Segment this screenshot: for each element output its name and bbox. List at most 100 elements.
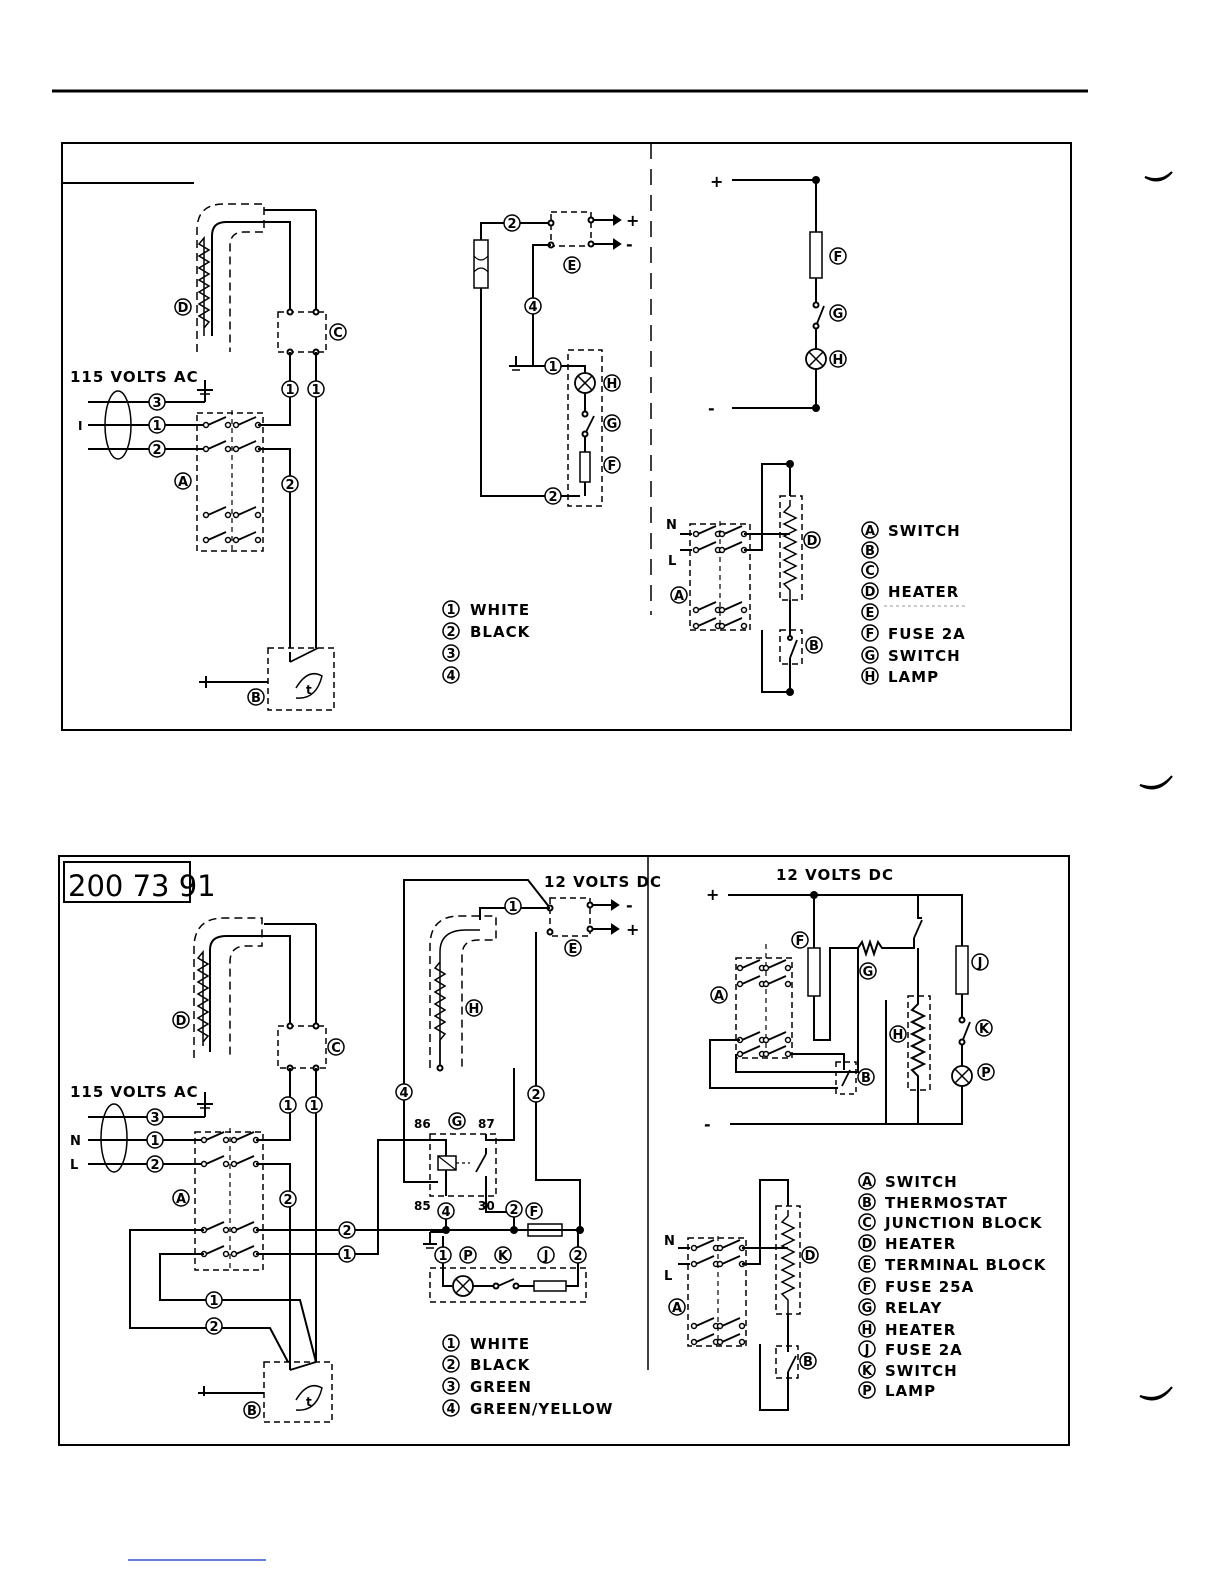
svg-text:G: G xyxy=(452,1115,463,1130)
svg-text:THERMOSTAT: THERMOSTAT xyxy=(885,1194,1008,1212)
svg-text:SWITCH: SWITCH xyxy=(888,647,961,665)
svg-text:2: 2 xyxy=(531,1088,540,1103)
label-b: B xyxy=(251,691,261,706)
svg-text:K: K xyxy=(498,1249,509,1264)
svg-text:F: F xyxy=(834,250,843,265)
svg-text:87: 87 xyxy=(478,1117,495,1131)
svg-text:F: F xyxy=(866,627,875,642)
svg-text:GREEN/YELLOW: GREEN/YELLOW xyxy=(470,1400,613,1418)
svg-text:2: 2 xyxy=(548,490,557,505)
svg-text:F: F xyxy=(608,459,617,474)
svg-text:85: 85 xyxy=(414,1199,431,1213)
svg-text:+: + xyxy=(710,172,724,191)
label-a: A xyxy=(178,475,188,490)
svg-text:4: 4 xyxy=(399,1086,408,1101)
svg-text:2: 2 xyxy=(446,1358,455,1373)
svg-text:A: A xyxy=(176,1192,186,1207)
svg-text:A: A xyxy=(674,589,684,604)
svg-text:C: C xyxy=(331,1041,341,1056)
supply-ac-label: 115 VOLTS AC xyxy=(70,368,199,386)
svg-text:H: H xyxy=(862,1323,873,1338)
svg-text:C: C xyxy=(865,564,875,579)
svg-text:JUNCTION BLOCK: JUNCTION BLOCK xyxy=(884,1214,1043,1232)
svg-text:BLACK: BLACK xyxy=(470,1356,531,1374)
margin-mark xyxy=(1139,1386,1173,1401)
svg-text:3: 3 xyxy=(446,1380,455,1395)
thermostat-b xyxy=(267,647,335,711)
label-e: E xyxy=(568,259,577,274)
svg-text:GREEN: GREEN xyxy=(470,1378,532,1396)
svg-text:L: L xyxy=(70,1158,78,1173)
svg-text:N: N xyxy=(664,1234,675,1249)
svg-text:HEATER: HEATER xyxy=(885,1321,956,1339)
svg-text:G: G xyxy=(863,965,874,980)
svg-text:A: A xyxy=(865,524,875,539)
svg-text:1: 1 xyxy=(446,603,455,618)
legend-parts-1: A SWITCH B C D HEATER E F FUSE 2A G SWIT… xyxy=(861,521,966,686)
svg-text:+: + xyxy=(626,920,640,939)
svg-text:H: H xyxy=(893,1028,904,1043)
svg-text:3: 3 xyxy=(150,1111,159,1126)
svg-text:J: J xyxy=(543,1249,549,1264)
svg-text:2: 2 xyxy=(209,1320,218,1335)
svg-text:1: 1 xyxy=(548,360,557,375)
svg-text:B: B xyxy=(809,639,819,654)
svg-text:FUSE 2A: FUSE 2A xyxy=(888,625,966,643)
legend-wires-1: 1 WHITE 2 BLACK 3 4 xyxy=(442,600,531,684)
svg-text:P: P xyxy=(981,1066,991,1081)
svg-text:2: 2 xyxy=(509,1203,518,1218)
svg-text:t: t xyxy=(306,683,312,697)
svg-text:P: P xyxy=(463,1249,473,1264)
switch-a xyxy=(196,412,264,552)
svg-text:2: 2 xyxy=(150,1158,159,1173)
svg-text:D: D xyxy=(862,1237,873,1252)
svg-text:B: B xyxy=(862,1196,872,1211)
svg-text:1: 1 xyxy=(285,383,294,398)
diagram-2-frame xyxy=(58,855,1070,1446)
svg-text:C: C xyxy=(862,1216,872,1231)
legend-wires-2: 1 WHITE 2 BLACK 3 GREEN 4 GREEN/YELLOW xyxy=(442,1334,613,1418)
svg-text:G: G xyxy=(607,417,618,432)
svg-text:SWITCH: SWITCH xyxy=(885,1362,958,1380)
svg-text:4: 4 xyxy=(446,1402,455,1417)
svg-text:G: G xyxy=(862,1301,873,1316)
svg-text:4: 4 xyxy=(528,300,537,315)
svg-text:K: K xyxy=(862,1364,873,1379)
svg-text:J: J xyxy=(864,1343,870,1358)
mains-i-label: I xyxy=(78,419,82,433)
svg-text:RELAY: RELAY xyxy=(885,1299,943,1317)
svg-text:WHITE: WHITE xyxy=(470,1335,530,1353)
heater-d-left xyxy=(196,203,317,352)
svg-text:2: 2 xyxy=(283,1193,292,1208)
svg-text:3: 3 xyxy=(152,396,161,411)
svg-text:2: 2 xyxy=(285,478,294,493)
svg-text:A: A xyxy=(672,1301,682,1316)
svg-text:BLACK: BLACK xyxy=(470,623,531,641)
svg-text:P: P xyxy=(862,1384,872,1399)
svg-text:WHITE: WHITE xyxy=(470,601,530,619)
svg-text:SWITCH: SWITCH xyxy=(888,522,961,540)
svg-text:2: 2 xyxy=(446,625,455,640)
svg-text:G: G xyxy=(833,307,844,322)
svg-text:1: 1 xyxy=(508,900,517,915)
svg-text:D: D xyxy=(176,1014,187,1029)
svg-text:A: A xyxy=(714,989,724,1004)
svg-text:LAMP: LAMP xyxy=(888,668,939,686)
svg-text:F: F xyxy=(863,1280,872,1295)
svg-text:H: H xyxy=(469,1002,480,1017)
svg-text:E: E xyxy=(866,606,875,621)
svg-text:N: N xyxy=(70,1134,81,1149)
svg-text:J: J xyxy=(977,956,983,971)
svg-text:H: H xyxy=(833,353,844,368)
svg-text:L: L xyxy=(668,554,676,569)
label-c: C xyxy=(333,326,343,341)
svg-text:B: B xyxy=(865,544,875,559)
svg-text:HEATER: HEATER xyxy=(888,583,959,601)
svg-text:F: F xyxy=(796,934,805,949)
svg-text:1: 1 xyxy=(283,1099,292,1114)
label-d: D xyxy=(178,301,189,316)
svg-text:+: + xyxy=(706,885,720,904)
svg-text:TERMINAL BLOCK: TERMINAL BLOCK xyxy=(885,1256,1047,1274)
